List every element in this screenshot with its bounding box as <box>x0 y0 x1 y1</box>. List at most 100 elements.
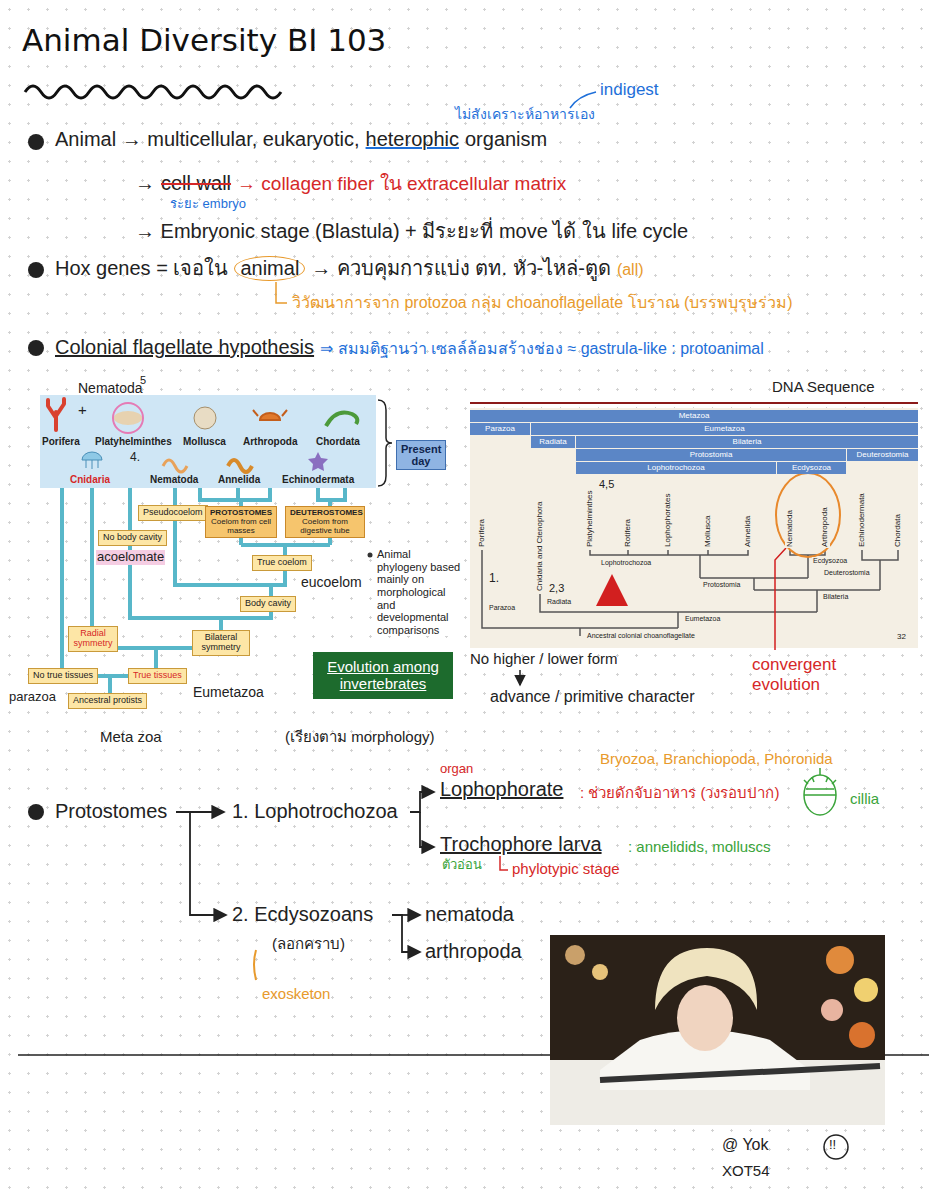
list-dot <box>368 553 373 558</box>
tree-line <box>590 550 748 578</box>
note-text: organ <box>440 762 473 777</box>
note-text: Lophophorate <box>440 778 563 801</box>
phylotypic-hook <box>500 856 508 870</box>
note-text: Bryozoa, Branchiopoda, Phoronida <box>600 750 833 767</box>
tree-box: No body cavity <box>98 530 167 546</box>
note-text: Hox genes = เจอใน <box>55 257 228 280</box>
cilia-band <box>804 768 836 795</box>
note-text: Ancestral colonial choanoflagellate <box>586 632 696 640</box>
bullet <box>28 262 44 278</box>
taxa-band <box>40 395 376 488</box>
note-text: cell wall <box>161 172 231 195</box>
note-text: Lophotrochozoa <box>600 559 652 567</box>
note-text: Protostomes <box>55 800 167 823</box>
box-text: Deuterostomia <box>847 449 918 461</box>
note-text: Nematoda <box>150 474 198 486</box>
flower <box>826 946 854 974</box>
note-text: (เรียงตาม morphology) <box>285 728 435 745</box>
tree-line <box>241 543 330 547</box>
box-text: Present day <box>401 443 441 467</box>
box-text: Protostomia <box>576 449 846 461</box>
note-text: Radiata <box>546 598 572 606</box>
note-text: XOT54 <box>722 1162 770 1179</box>
note-text: Porifera <box>477 518 487 548</box>
arrow <box>392 915 420 952</box>
note-text: Protostomia <box>702 581 741 589</box>
note-text: Cnidaria and Ctenophora <box>535 501 545 592</box>
arrow <box>410 792 434 812</box>
arrow <box>190 812 226 915</box>
note-text: 4. <box>130 451 140 465</box>
box-text: Parazoa <box>470 423 530 435</box>
box-text: Bilateral symmetry <box>197 633 245 653</box>
signature-circle <box>824 1135 848 1159</box>
note-text: phylotypic stage <box>512 860 620 877</box>
note-text: (ลอกคราบ) <box>272 935 345 952</box>
box-text: True tissues <box>133 671 182 681</box>
note-text: 1. Lophotrochozoa <box>232 800 398 823</box>
nematode-icon <box>163 460 187 472</box>
note-text: ไม่สังเคราะห์อาหารเอง <box>455 106 595 122</box>
orange-bracket <box>276 282 287 303</box>
orange-circle <box>776 473 840 557</box>
note-text: → ควบคุมการแบ่ง ตท. หัว-ไหล่-ตูด <box>311 257 611 280</box>
box-text: True coelom <box>257 558 307 568</box>
note-text: : annelidids, molluscs <box>628 838 771 855</box>
box-text: Bilateria <box>576 436 918 448</box>
box-text: Lophotrochozoa <box>576 462 776 474</box>
flower <box>565 945 585 965</box>
note-text: Trochophore larva <box>440 833 602 856</box>
mollusc-icon <box>194 407 216 429</box>
clade-bar: Metazoa <box>470 410 918 422</box>
taxa-icons <box>48 399 357 472</box>
note-text: → <box>135 172 155 195</box>
note-text: convergent evolution <box>752 655 862 694</box>
box-text: Radiata <box>531 436 575 448</box>
note-text: 4,5 <box>598 478 615 491</box>
down-arrow <box>519 670 521 685</box>
note-text: exosketon <box>262 985 330 1002</box>
note-text: : ช่วยดักจับอาหาร (วงรอบปาก) <box>580 784 780 801</box>
lizard-icon <box>326 413 357 427</box>
highlight-ring <box>113 403 143 433</box>
note-text: 2,3 <box>548 582 565 595</box>
box-text: No true tissues <box>33 671 93 681</box>
box-text: No body cavity <box>103 533 162 543</box>
tree-line <box>754 590 880 612</box>
note-text: No higher / lower form <box>470 650 618 667</box>
tree-line <box>482 550 678 636</box>
note-text: → Embryonic stage (Blastula) + มีระยะที่… <box>135 220 688 243</box>
tree-box: True tissues <box>128 668 187 684</box>
note-arrows <box>176 792 434 952</box>
bullet <box>28 804 44 820</box>
note-text: → collagen fiber ใน extracellular matrix <box>237 173 566 195</box>
box-text: Ecdysozoa <box>777 462 846 474</box>
clade-bar: Ecdysozoa <box>777 462 846 474</box>
note-line: Hox genes = เจอในanimal→ ควบคุมการแบ่ง ต… <box>55 256 644 281</box>
header-rule <box>470 402 918 404</box>
note-text: Arthropoda <box>243 436 297 448</box>
tree-box: Pseudocoelom <box>138 505 208 521</box>
note-text: Annelida <box>218 474 260 486</box>
note-text: acoelomate <box>96 550 165 565</box>
note-text: Echinodermata <box>857 492 867 548</box>
note-text: nematoda <box>425 903 514 926</box>
note-text: + <box>78 401 87 418</box>
flower <box>592 964 608 980</box>
note-text: Annelida <box>743 515 753 548</box>
photo-ground <box>550 935 885 1125</box>
bullet <box>28 134 44 150</box>
flatworm-icon <box>114 411 142 425</box>
flower <box>849 1022 875 1048</box>
note-text: Arthropoda <box>820 506 830 548</box>
note-text: heterophic <box>366 128 459 151</box>
note-text: indigest <box>600 80 659 100</box>
arrow <box>402 914 420 916</box>
page-title: Animal Diversity BI 103 <box>22 22 386 58</box>
box-text: Eumetazoa <box>531 423 918 435</box>
note-text: Eumetazoa <box>684 615 721 623</box>
jellyfish-icon <box>82 452 102 469</box>
box-text: PROTOSTOMES <box>210 509 272 518</box>
arrow <box>176 811 224 813</box>
